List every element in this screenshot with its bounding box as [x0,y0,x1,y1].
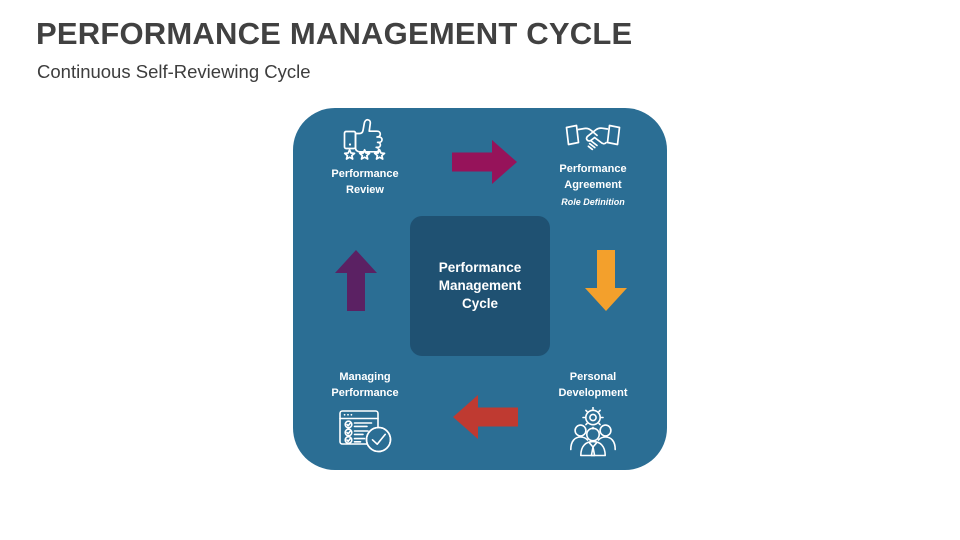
node-personal-development[interactable]: Personal Development [518,370,668,457]
thumbs-up-stars-icon [337,112,393,162]
arrow-left-icon [452,394,518,440]
node-personal-development-label: Personal Development [558,371,628,399]
arrow-up-icon [333,250,379,312]
node-managing-performance-label: Managing Performance [331,371,399,399]
checklist-approved-icon [337,408,393,454]
node-performance-review-label: Performance Review [331,168,399,196]
node-performance-review[interactable]: Performance Review [290,112,440,199]
cycle-diagram-panel: Performance Management Cycle Performance… [293,108,667,470]
page-subtitle: Continuous Self-Reviewing Cycle [37,61,311,82]
page-title: PERFORMANCE MANAGEMENT CYCLE [36,16,633,51]
people-gear-icon [567,406,619,457]
node-performance-agreement[interactable]: Performance Agreement Role Definition [518,118,668,208]
center-cycle-label: Performance Management Cycle [438,260,522,311]
center-cycle-box: Performance Management Cycle [410,216,550,356]
node-managing-performance[interactable]: Managing Performance [290,370,440,454]
arrow-right-icon [452,139,518,185]
arrow-down-icon [583,250,629,312]
handshake-icon [563,118,623,156]
node-performance-agreement-sublabel: Role Definition [561,196,625,207]
node-performance-agreement-label: Performance Agreement [559,163,627,191]
